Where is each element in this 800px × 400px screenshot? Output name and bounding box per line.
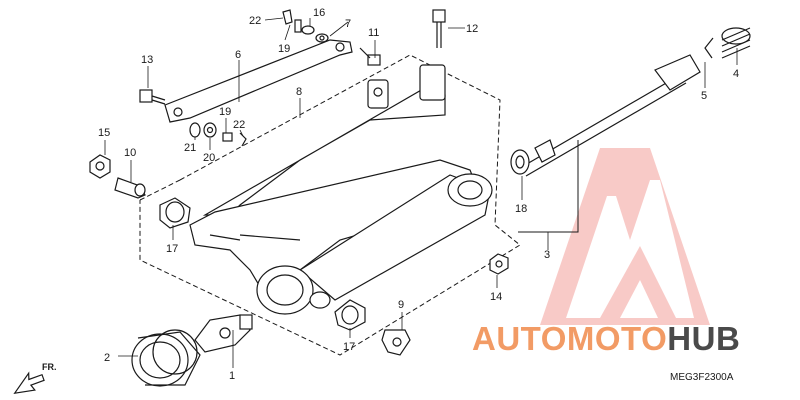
callout-3: 3 xyxy=(544,249,550,261)
spring-4-part xyxy=(721,27,751,59)
diagram-code: MEG3F2300A xyxy=(670,372,734,383)
torque-link-part xyxy=(164,39,353,123)
mid-hardware xyxy=(189,122,247,147)
callout-13: 13 xyxy=(141,54,153,66)
callout-16: 16 xyxy=(313,7,325,19)
callout-21: 21 xyxy=(184,142,196,154)
watermark-text-secondary: HUB xyxy=(667,320,740,357)
callout-12: 12 xyxy=(466,23,478,35)
callout-17-right: 17 xyxy=(343,341,355,353)
watermark-text-primary: AUTOMOTO xyxy=(472,320,667,357)
callout-15: 15 xyxy=(98,127,110,139)
callout-5: 5 xyxy=(701,90,707,102)
callout-18: 18 xyxy=(515,203,527,215)
callout-11: 11 xyxy=(368,27,379,39)
swingarm-part xyxy=(189,64,493,315)
front-direction-label: FR. xyxy=(42,362,57,372)
top-hardware xyxy=(282,9,329,43)
callout-14: 14 xyxy=(490,291,502,303)
callout-4: 4 xyxy=(733,68,739,80)
callout-2: 2 xyxy=(104,352,110,364)
callout-10: 10 xyxy=(124,147,136,159)
bolt-13-part xyxy=(139,89,166,105)
cap-9-part xyxy=(381,329,411,356)
callout-20: 20 xyxy=(203,152,215,164)
callout-22-mid: 22 xyxy=(233,119,245,131)
front-direction-arrow-icon xyxy=(13,371,45,394)
bolt-12-part xyxy=(432,9,446,48)
callout-17-left: 17 xyxy=(166,243,178,255)
callout-7: 7 xyxy=(345,18,351,30)
universal-joint-part xyxy=(194,314,253,353)
watermark-text: AUTOMOTOHUB xyxy=(472,320,740,357)
callout-8: 8 xyxy=(296,86,302,98)
callout-9: 9 xyxy=(398,299,404,311)
drive-shaft-part xyxy=(510,27,751,177)
callout-6: 6 xyxy=(235,49,241,61)
bolt-11-part xyxy=(359,47,381,66)
callout-19-mid: 19 xyxy=(219,106,231,118)
callout-22-top: 22 xyxy=(249,15,261,27)
watermark-logo-icon xyxy=(540,148,710,325)
nut-14-part xyxy=(489,253,509,275)
leader-lines xyxy=(104,17,738,368)
assembly-outline xyxy=(139,54,521,356)
shaft-assembly-bracket xyxy=(518,140,579,245)
callout-1: 1 xyxy=(229,370,235,382)
pivot-hardware xyxy=(89,154,146,199)
callout-19-top: 19 xyxy=(278,43,290,55)
boot-2-part xyxy=(131,329,201,387)
bearing-17-parts xyxy=(159,197,366,331)
